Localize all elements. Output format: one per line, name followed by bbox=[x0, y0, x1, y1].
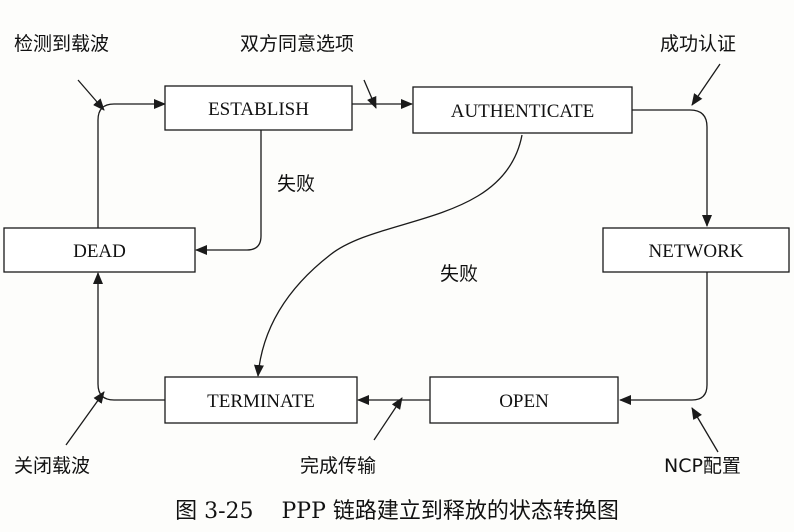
label-auth-success: 成功认证 bbox=[660, 33, 736, 55]
pointer-close-carrier bbox=[65, 391, 105, 446]
label-carrier-detected: 检测到载波 bbox=[14, 33, 109, 55]
edge-authenticate-fail-to-terminate bbox=[253, 134, 523, 377]
pointer-ncp-config bbox=[691, 407, 719, 453]
edge-authenticate-to-network bbox=[632, 109, 712, 227]
label-options-agreed: 双方同意选项 bbox=[240, 33, 354, 55]
label-close-carrier: 关闭载波 bbox=[14, 455, 90, 477]
state-establish-label: ESTABLISH bbox=[208, 99, 309, 120]
edge-establish-fail-to-dead bbox=[195, 129, 262, 255]
edge-dead-to-establish bbox=[97, 99, 166, 228]
state-terminate: TERMINATE bbox=[164, 376, 358, 424]
state-network-label: NETWORK bbox=[649, 241, 744, 262]
state-dead-label: DEAD bbox=[73, 241, 126, 262]
pointer-options-agreed bbox=[363, 79, 377, 109]
figure-caption: 图 3-25 PPP 链路建立到释放的状态转换图 bbox=[175, 499, 619, 524]
state-authenticate-label: AUTHENTICATE bbox=[451, 101, 595, 122]
state-establish: ESTABLISH bbox=[164, 85, 353, 131]
state-network: NETWORK bbox=[602, 227, 790, 273]
label-transfer-done: 完成传输 bbox=[300, 455, 376, 477]
state-open: OPEN bbox=[429, 376, 619, 424]
state-dead: DEAD bbox=[3, 227, 196, 273]
state-open-label: OPEN bbox=[499, 391, 549, 412]
label-fail-establish: 失败 bbox=[277, 173, 315, 195]
state-authenticate: AUTHENTICATE bbox=[412, 86, 633, 134]
pointer-carrier-detected bbox=[77, 79, 105, 111]
pointer-transfer-done bbox=[373, 397, 403, 441]
pointer-auth-success bbox=[691, 63, 721, 106]
label-fail-authenticate: 失败 bbox=[440, 263, 478, 285]
state-terminate-label: TERMINATE bbox=[207, 391, 315, 412]
label-ncp-config: NCP配置 bbox=[664, 455, 741, 477]
edge-terminate-to-dead bbox=[93, 272, 165, 401]
edge-network-to-open bbox=[619, 272, 708, 405]
